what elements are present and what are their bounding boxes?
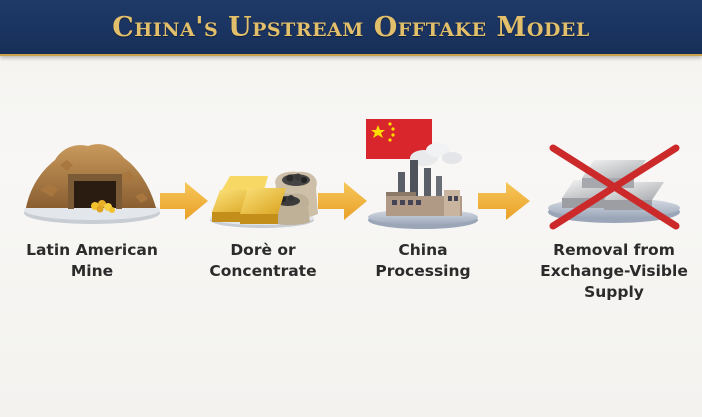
arrow-icon [160, 182, 208, 220]
gold-bars-ore-sacks-icon [210, 171, 318, 228]
step-label-concentrate: Dorè or Concentrate [209, 241, 317, 280]
mine-icon [24, 144, 160, 224]
arrow-icon [478, 182, 530, 220]
page-title: China's Upstream Offtake Model [112, 12, 590, 43]
arrow-icon [318, 182, 367, 220]
step-label-mine: Latin American Mine [26, 241, 158, 280]
factory-china-flag-icon [366, 119, 478, 229]
cross-out-icon [549, 144, 680, 230]
step-label-removal: Removal from Exchange-Visible Supply [540, 241, 688, 301]
title-banner: China's Upstream Offtake Model [0, 0, 702, 56]
step-label-china-processing: China Processing [375, 241, 471, 280]
